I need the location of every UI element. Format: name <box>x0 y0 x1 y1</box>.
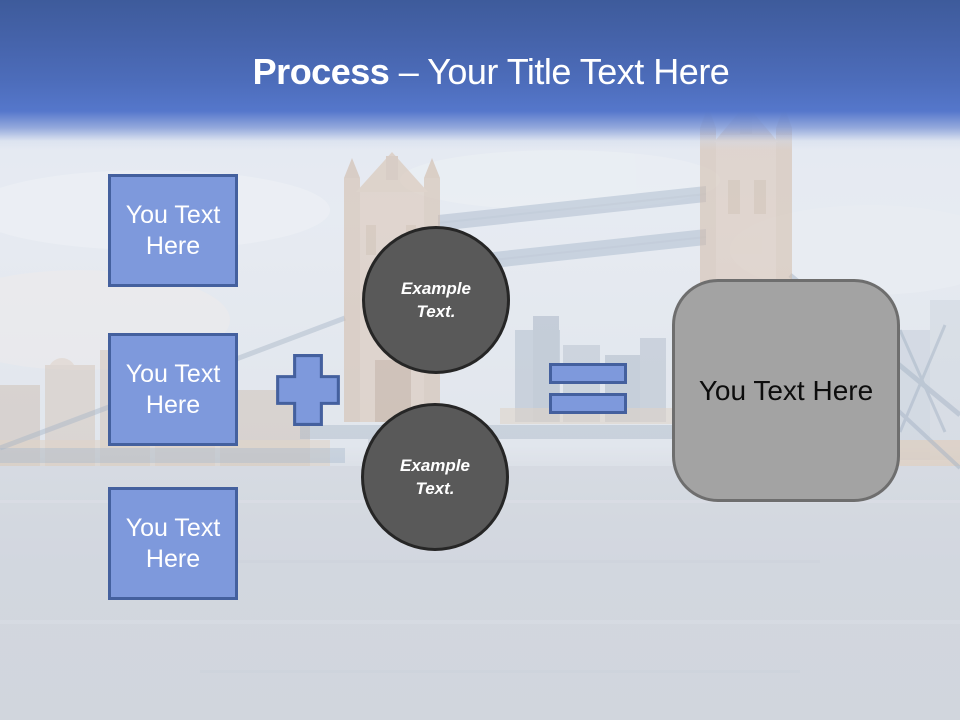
bridge-walkways <box>437 186 707 274</box>
input-box-label: You Text Here <box>125 200 221 260</box>
process-input-box-3[interactable]: You Text Here <box>108 487 238 600</box>
title-regular-text: – Your Title Text Here <box>389 51 730 92</box>
slide-title: Process – Your Title Text Here <box>0 50 960 94</box>
example-circle-label: Example Text. <box>400 456 470 498</box>
equals-bar-bottom <box>549 393 627 414</box>
result-box-label: You Text Here <box>698 374 874 406</box>
input-box-label: You Text Here <box>125 513 221 573</box>
process-input-box-2[interactable]: You Text Here <box>108 333 238 446</box>
plus-icon <box>276 354 340 426</box>
result-box[interactable]: You Text Here <box>672 279 900 502</box>
process-input-box-1[interactable]: You Text Here <box>108 174 238 287</box>
example-circle-label: Example Text. <box>401 279 471 321</box>
title-bold-text: Process <box>252 51 390 92</box>
equals-bar-top <box>549 363 627 384</box>
equals-icon <box>549 363 627 414</box>
input-box-label: You Text Here <box>125 359 221 419</box>
example-circle-1[interactable]: Example Text. <box>362 226 510 374</box>
title-band <box>0 0 960 150</box>
example-circle-2[interactable]: Example Text. <box>361 403 509 551</box>
